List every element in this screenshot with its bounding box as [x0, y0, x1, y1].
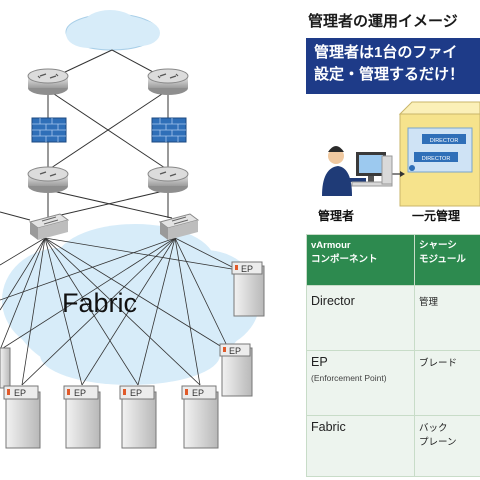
router-icon [27, 166, 69, 193]
chassis-box: DIRECTOR DIRECTOR [398, 101, 480, 207]
component-table: vArmour コンポーネント シャーシ モジュール Director 管理 E… [306, 234, 480, 477]
table-row: EP (Enforcement Point) ブレード [306, 350, 480, 416]
admin-panel: 管理者の運用イメージ 管理者は1台のファイ 設定・管理するだけ！ DIRECTO… [300, 0, 480, 480]
banner: 管理者は1台のファイ 設定・管理するだけ！ [306, 38, 480, 94]
ep-label: EP [229, 346, 241, 356]
table-row: Fabric バック プレーン [306, 415, 480, 477]
table-cell-chassis: 管理 [414, 285, 480, 351]
server-icon: EP [119, 385, 157, 449]
server-icon: EP [3, 385, 41, 449]
ep-label: EP [241, 264, 253, 274]
banner-line-2: 設定・管理するだけ！ [314, 66, 465, 83]
director-badge: DIRECTOR [422, 156, 451, 162]
switch-icon [158, 213, 200, 240]
server-icon: EP [181, 385, 219, 449]
router-icon [27, 68, 69, 95]
server-icon: EP [63, 385, 101, 449]
network-diagram: Fabric EP EP EP EP EP EP [0, 10, 265, 449]
ep-label: EP [130, 388, 142, 398]
central-management-label: 一元管理 [412, 209, 461, 223]
fabric-connections [0, 237, 239, 386]
table-cell-component: Director [306, 285, 415, 351]
ep-label: EP [192, 388, 204, 398]
server-icon: EP [231, 261, 265, 317]
fabric-label: Fabric [62, 288, 137, 318]
table-header-row: vArmour コンポーネント シャーシ モジュール [306, 234, 480, 286]
computer-icon [351, 152, 393, 187]
arrow-head-icon [400, 171, 405, 177]
ep-label: EP [14, 388, 26, 398]
table-cell-component: EP (Enforcement Point) [306, 350, 415, 416]
firewall-icon [31, 117, 67, 143]
admin-label: 管理者 [318, 209, 355, 223]
router-icon [147, 68, 189, 95]
switch-icon [28, 213, 70, 240]
table-cell-chassis: バック プレーン [414, 415, 480, 477]
internet-cloud [65, 10, 160, 51]
table-header-chassis: シャーシ モジュール [414, 234, 480, 286]
director-badge: DIRECTOR [430, 138, 459, 144]
uplink-connections [0, 49, 173, 221]
banner-line-1: 管理者は1台のファイ [314, 44, 458, 61]
table-cell-component: Fabric [306, 415, 415, 477]
admin-illustration: DIRECTOR DIRECTOR [322, 101, 480, 207]
table-header-component: vArmour コンポーネント [306, 234, 415, 286]
panel-title: 管理者の運用イメージ [308, 13, 458, 30]
server-icon: EP [219, 343, 253, 397]
server-icon [0, 347, 11, 389]
gear-icon [409, 165, 415, 171]
table-row: Director 管理 [306, 285, 480, 351]
firewall-icon [151, 117, 187, 143]
router-icon [147, 166, 189, 193]
admin-person-icon [322, 146, 366, 196]
table-cell-chassis: ブレード [414, 350, 480, 416]
ep-label: EP [74, 388, 86, 398]
